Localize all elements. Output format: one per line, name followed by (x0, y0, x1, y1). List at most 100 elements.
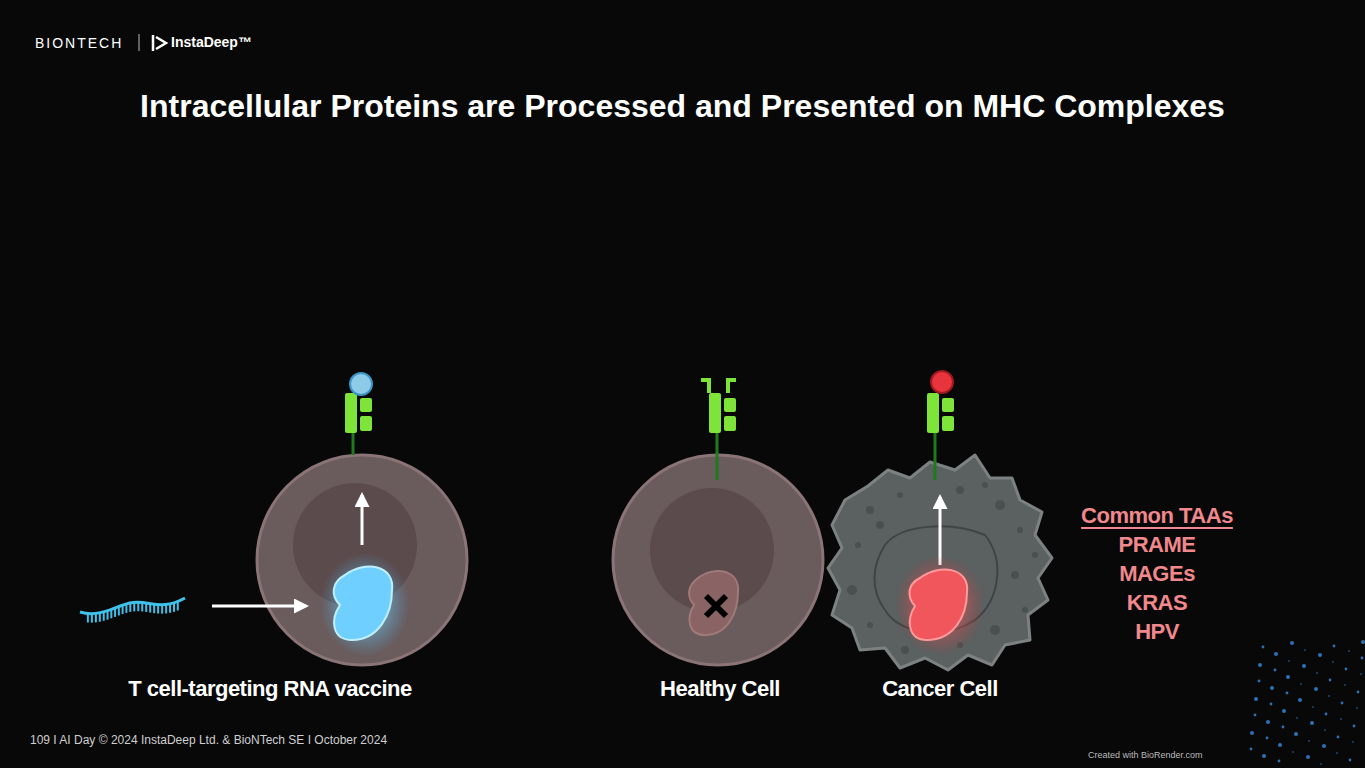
rna-base (103, 612, 105, 621)
glow-dot (1258, 680, 1261, 683)
glow-dot (1322, 744, 1326, 748)
antigen-name: HPV (1057, 619, 1257, 645)
glow-dot (1278, 743, 1282, 747)
cancer-granule (982, 482, 988, 488)
glow-dot (1274, 669, 1277, 672)
rna-base (177, 601, 179, 610)
cell-label: Cancer Cell (826, 676, 1054, 702)
rna-base (118, 606, 120, 615)
glow-dot (1333, 645, 1336, 648)
cancer-granule (866, 506, 874, 514)
rna-base (137, 602, 139, 611)
rna-base (114, 608, 116, 617)
glow-dot (1290, 641, 1294, 645)
glow-dot (1300, 683, 1302, 685)
glow-dot (1328, 695, 1330, 697)
rna-strand (80, 598, 185, 623)
glow-dot (1262, 754, 1266, 758)
glow-dot (1352, 741, 1354, 743)
rna-base (91, 614, 93, 623)
antigen-name: PRAME (1057, 532, 1257, 558)
glow-dot (1270, 703, 1273, 706)
rna-base (145, 603, 147, 612)
rna-base (153, 604, 155, 613)
glow-dot (1308, 740, 1310, 742)
glow-dot (1356, 707, 1358, 709)
instadeep-icon (153, 35, 166, 51)
cancer-granule (1017, 527, 1023, 533)
glow-dot (1361, 657, 1364, 660)
glow-dot (1349, 759, 1352, 762)
cancer-granule (897, 492, 903, 498)
cell-node: Cancer Cell (826, 370, 1054, 710)
glow-dot (1324, 729, 1326, 731)
glow-dot (1310, 721, 1314, 725)
company-logo: BIONTECH (35, 35, 123, 51)
healthy-cell (613, 380, 823, 665)
rna-base (125, 604, 127, 613)
rna-base (129, 603, 131, 612)
cancer-granule (847, 585, 857, 595)
rna-base (169, 604, 171, 613)
rna-base (99, 613, 101, 622)
glow-dot (1314, 687, 1318, 691)
glow-dot (1320, 763, 1322, 765)
glow-dot (1266, 720, 1270, 724)
glow-dot (1286, 692, 1289, 695)
cancer-granule (990, 625, 1000, 635)
rna-base (141, 602, 143, 611)
glow-dot (1266, 737, 1269, 740)
cancer-granule (1032, 552, 1038, 558)
rna-base (87, 614, 89, 623)
cancer-granule (867, 622, 873, 628)
uptake-arrow (212, 605, 306, 608)
glow-dot (1340, 718, 1342, 720)
cancer-granule (1011, 571, 1019, 579)
glow-dot (1344, 684, 1346, 686)
glow-dot (1254, 714, 1257, 717)
glow-dot (1250, 731, 1254, 735)
list-heading: Common TAAs (1057, 503, 1257, 529)
rna-base (157, 605, 159, 614)
cell-label: T cell-targeting RNA vaccine (100, 676, 440, 702)
antigen-name: KRAS (1057, 590, 1257, 616)
glow-dot (1304, 649, 1306, 651)
glow-dot (1278, 760, 1281, 763)
glow-dot (1250, 748, 1253, 751)
glow-dot (1282, 726, 1285, 729)
rna-base (107, 611, 109, 620)
rna-base (161, 605, 163, 614)
glow-dot (1316, 672, 1318, 674)
cancer-granule (901, 646, 909, 654)
credit-note: Created with BioRender.com (1088, 750, 1203, 760)
rna-base (165, 604, 167, 613)
rna-base (95, 613, 97, 622)
glow-dot (1262, 646, 1265, 649)
glow-dot (1254, 697, 1258, 701)
cancer-granule (876, 521, 884, 529)
corner-decoration (1250, 640, 1365, 765)
cell-node: Healthy Cell (610, 370, 830, 710)
footer-note: 109 I AI Day © 2024 InstaDeep Ltd. & Bio… (30, 733, 387, 747)
glow-dot (1292, 751, 1294, 753)
rna-base (122, 605, 124, 614)
glow-dot (1360, 673, 1362, 675)
antigen-name: MAGEs (1057, 561, 1257, 587)
glow-dot (1294, 732, 1298, 736)
glow-dot (1274, 652, 1278, 656)
cell-node: T cell-targeting RNA vaccine (100, 370, 480, 710)
glow-dot (1298, 698, 1302, 702)
glow-dot (1312, 706, 1314, 708)
vaccinated-cell (257, 373, 467, 665)
cell-label: Healthy Cell (610, 676, 830, 702)
glow-dot (1325, 713, 1328, 716)
logo-separator (139, 34, 140, 51)
glow-dot (1337, 736, 1340, 739)
glow-dot (1286, 675, 1290, 679)
rna-base (133, 602, 135, 611)
glow-dot (1348, 650, 1350, 652)
rna-base (173, 603, 175, 612)
cancer-granule (1022, 607, 1028, 613)
glow-dot (1288, 660, 1290, 662)
